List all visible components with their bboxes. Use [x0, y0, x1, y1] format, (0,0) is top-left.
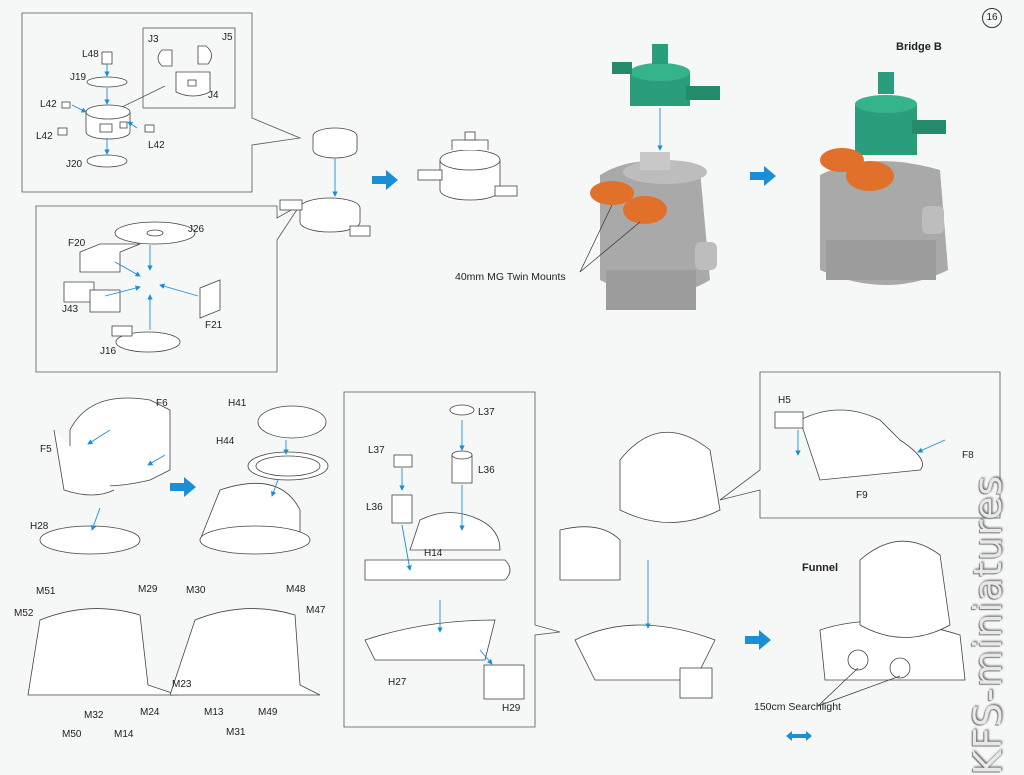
part-label-M30: M30 [186, 585, 206, 596]
part-label-J19: J19 [70, 72, 87, 83]
part-label-J5: J5 [222, 32, 233, 43]
step-arrows [170, 166, 812, 741]
watermark: KFS-miniatures [966, 474, 1010, 775]
part-label-L42: L42 [36, 131, 53, 142]
part-label-M48: M48 [286, 584, 306, 595]
part-label-L48: L48 [82, 49, 99, 60]
bridge-base-parts [63, 127, 371, 353]
part-label-L36: L36 [478, 465, 495, 476]
part-label-L37: L37 [368, 445, 385, 456]
part-label-H14: H14 [424, 548, 443, 559]
part-label-L37: L37 [478, 407, 495, 418]
part-label-F20: F20 [68, 238, 86, 249]
part-label-M50: M50 [62, 729, 82, 740]
part-label-M49: M49 [258, 707, 278, 718]
part-label-F8: F8 [962, 450, 974, 461]
detail-boxes [21, 12, 1001, 728]
part-label-M51: M51 [36, 586, 56, 597]
searchlight-callout: 150cm Searchlight [754, 701, 841, 713]
part-label-H41: H41 [228, 398, 247, 409]
mg-mounts-callout: 40mm MG Twin Mounts [455, 271, 566, 283]
part-label-M14: M14 [114, 729, 134, 740]
part-label-J16: J16 [100, 346, 117, 357]
part-label-F21: F21 [205, 320, 223, 331]
part-label-M13: M13 [204, 707, 224, 718]
part-label-J43: J43 [62, 304, 79, 315]
bridge-b-title: Bridge B [896, 41, 942, 53]
part-label-M52: M52 [14, 608, 34, 619]
part-label-M23: M23 [172, 679, 192, 690]
bridge-top-parts [57, 45, 212, 168]
instruction-sheet: 16 Bridge B Funnel 40mm MG Twin Mounts 1… [14, 8, 1010, 775]
part-label-J3: J3 [148, 34, 159, 45]
part-label-F6: F6 [156, 398, 168, 409]
part-label-L42: L42 [148, 140, 165, 151]
page-number: 16 [982, 8, 1002, 28]
bridge-b-render-exploded [590, 44, 720, 310]
part-label-F5: F5 [40, 444, 52, 455]
bridge-assembly-small [417, 131, 518, 201]
part-label-L36: L36 [366, 502, 383, 513]
part-label-H29: H29 [502, 703, 521, 714]
funnel-title: Funnel [802, 562, 839, 574]
part-label-M47: M47 [306, 605, 326, 616]
part-label-H5: H5 [778, 395, 791, 406]
part-label-F9: F9 [856, 490, 868, 501]
part-label-L42: L42 [40, 99, 57, 110]
bridge-b-render-assembled [820, 72, 948, 285]
part-label-H27: H27 [388, 677, 407, 688]
part-label-M29: M29 [138, 584, 158, 595]
funnel-parts [27, 397, 966, 700]
part-label-J4: J4 [208, 90, 219, 101]
part-label-M31: M31 [226, 727, 246, 738]
part-label-H28: H28 [30, 521, 49, 532]
part-label-M24: M24 [140, 707, 160, 718]
part-label-M32: M32 [84, 710, 104, 721]
part-label-J20: J20 [66, 159, 83, 170]
diagram-drawing [21, 12, 1001, 741]
part-label-J26: J26 [188, 224, 205, 235]
part-label-H44: H44 [216, 436, 235, 447]
